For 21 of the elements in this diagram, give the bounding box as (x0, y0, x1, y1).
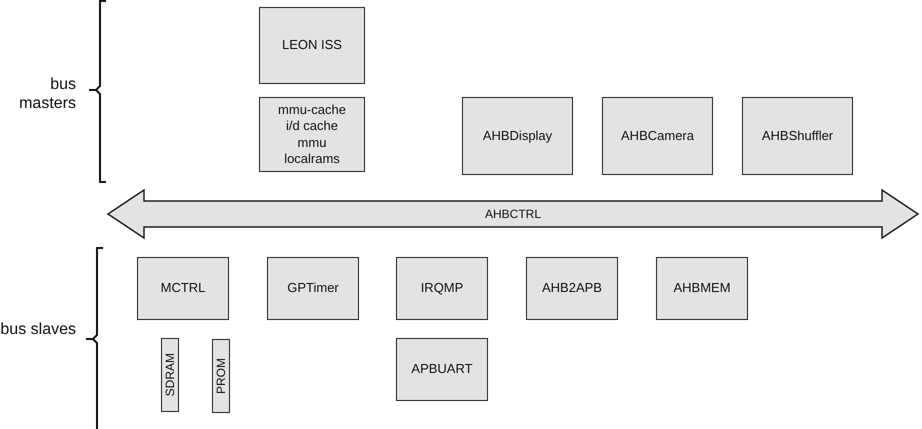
group-label: bus masters (18, 75, 76, 114)
component-box: GPTimer (267, 257, 359, 320)
memory-box: PROM (212, 339, 230, 413)
bus-double-arrow (108, 190, 918, 238)
component-box: AHBDisplay (462, 97, 573, 175)
component-box: AHBMEM (656, 257, 748, 320)
bus-label: AHBCTRL (484, 207, 541, 221)
component-box: AHBShuffler (742, 97, 853, 175)
component-text: mmu-cache (278, 102, 346, 118)
component-text: localrams (284, 150, 340, 167)
component-text: mmu (298, 134, 326, 151)
component-text: i/d cache (286, 118, 338, 134)
group-label: bus slaves (0, 320, 76, 340)
component-box: APBUART (396, 338, 488, 401)
component-box: IRQMP (396, 257, 488, 320)
component-box: LEON ISS (259, 7, 365, 84)
component-box (259, 97, 365, 172)
component-box: AHBCamera (602, 97, 713, 175)
component-box: AHB2APB (526, 257, 618, 320)
memory-box: SDRAM (161, 338, 179, 412)
component-box: MCTRL (137, 257, 229, 320)
